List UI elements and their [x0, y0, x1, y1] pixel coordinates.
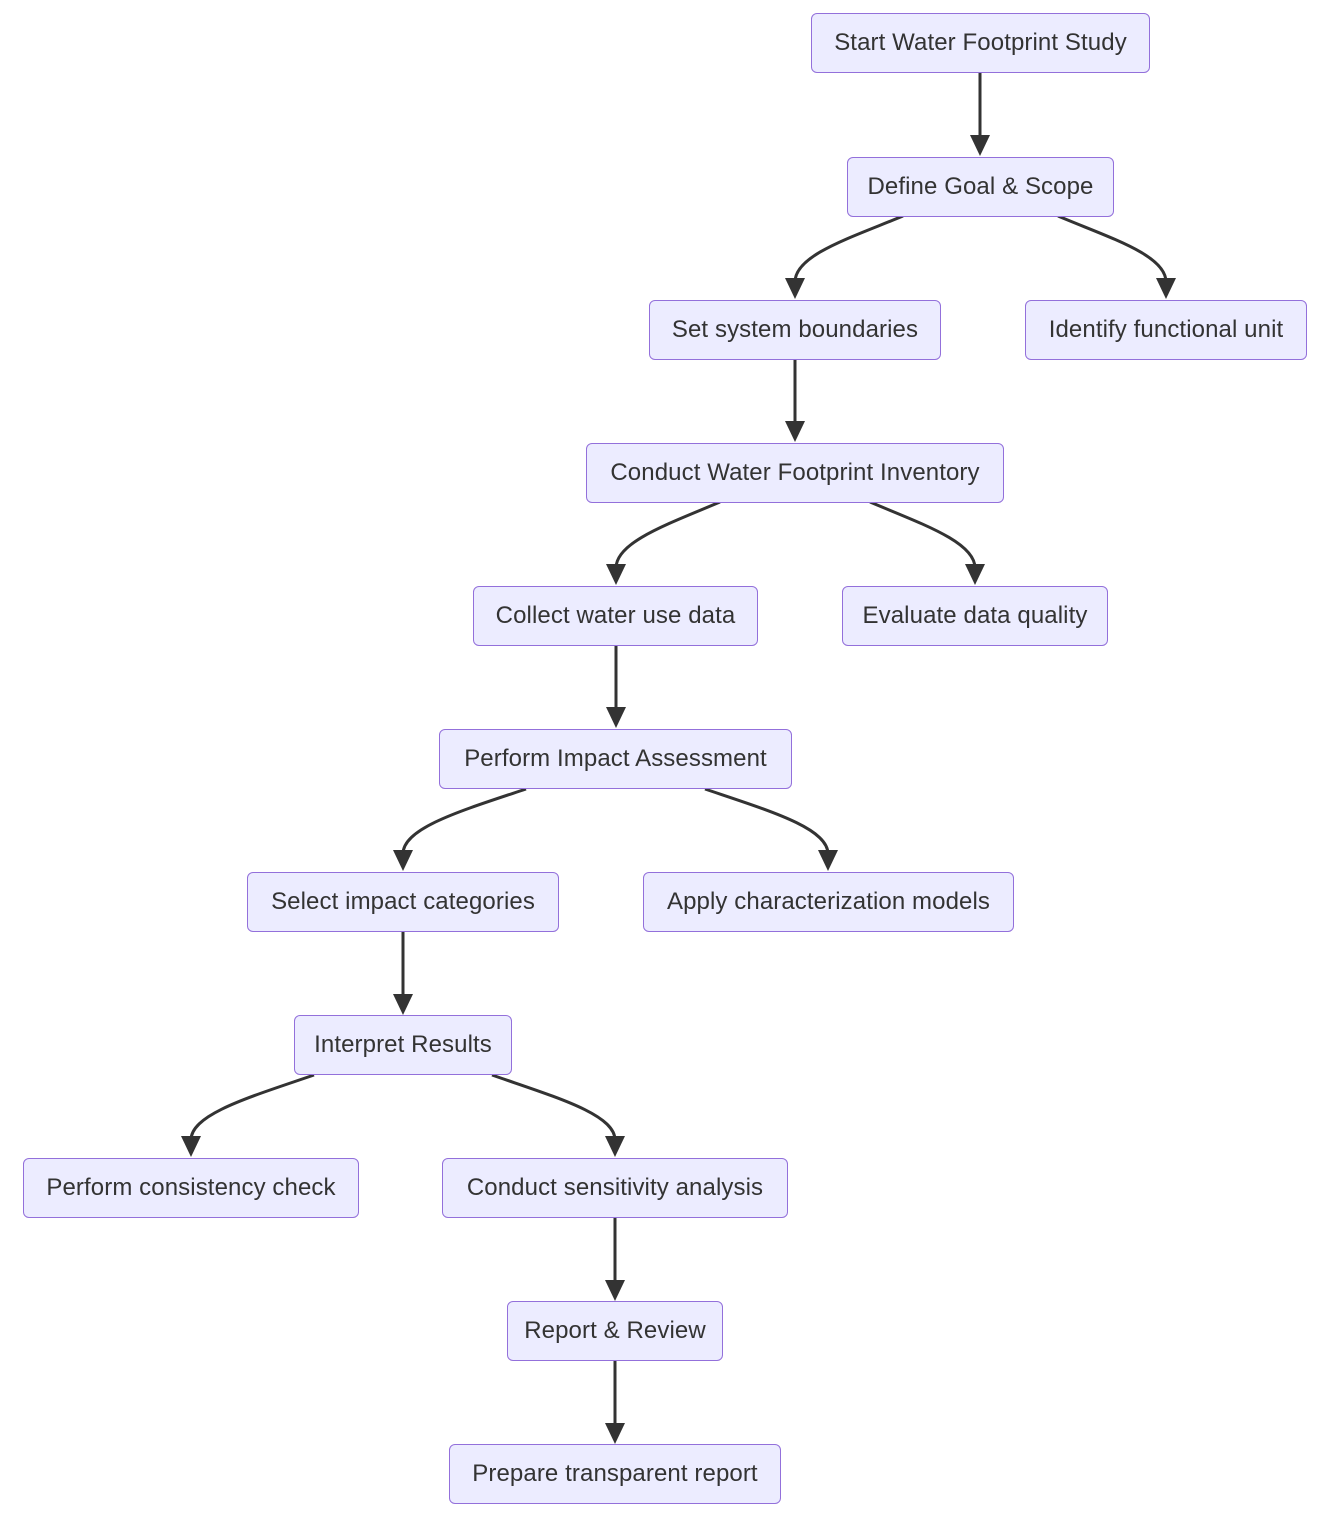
node-apply-characterization-models: Apply characterization models — [643, 872, 1014, 932]
node-start-water-footprint-study: Start Water Footprint Study — [811, 13, 1150, 73]
arrowhead-select — [393, 850, 413, 871]
node-collect-water-use-data: Collect water use data — [473, 586, 758, 646]
arrowhead-consistency — [181, 1136, 201, 1157]
arrowhead-prepare — [605, 1423, 625, 1444]
arrowhead-sensitivity — [605, 1136, 625, 1157]
node-conduct-sensitivity-analysis: Conduct sensitivity analysis — [442, 1158, 788, 1218]
arrowhead-boundaries — [785, 278, 805, 299]
node-interpret-results: Interpret Results — [294, 1015, 512, 1075]
edge-impact-select — [401, 787, 527, 855]
arrowhead-collect — [606, 564, 626, 585]
edge-inventory-collect — [614, 500, 721, 569]
edge-impact-characterization — [704, 787, 830, 855]
node-identify-functional-unit: Identify functional unit — [1025, 300, 1307, 360]
edge-interpret-consistency — [189, 1073, 315, 1141]
node-perform-consistency-check: Perform consistency check — [23, 1158, 359, 1218]
arrowhead-interpret — [393, 994, 413, 1015]
arrowhead-impact — [606, 707, 626, 728]
edge-goal-boundaries — [793, 214, 904, 283]
node-perform-impact-assessment: Perform Impact Assessment — [439, 729, 792, 789]
arrowhead-functional-unit — [1156, 278, 1176, 299]
arrowhead-characterization — [818, 850, 838, 871]
arrowhead-report — [605, 1280, 625, 1301]
node-select-impact-categories: Select impact categories — [247, 872, 559, 932]
arrowhead-goal — [970, 135, 990, 156]
arrowhead-quality — [965, 564, 985, 585]
node-conduct-inventory: Conduct Water Footprint Inventory — [586, 443, 1004, 503]
node-prepare-transparent-report: Prepare transparent report — [449, 1444, 781, 1504]
node-set-system-boundaries: Set system boundaries — [649, 300, 941, 360]
edge-inventory-quality — [869, 500, 977, 569]
node-evaluate-data-quality: Evaluate data quality — [842, 586, 1108, 646]
edge-interpret-sensitivity — [491, 1073, 617, 1141]
node-define-goal-scope: Define Goal & Scope — [847, 157, 1114, 217]
edge-goal-functional-unit — [1057, 214, 1168, 283]
arrowhead-inventory — [785, 421, 805, 442]
node-report-review: Report & Review — [507, 1301, 723, 1361]
